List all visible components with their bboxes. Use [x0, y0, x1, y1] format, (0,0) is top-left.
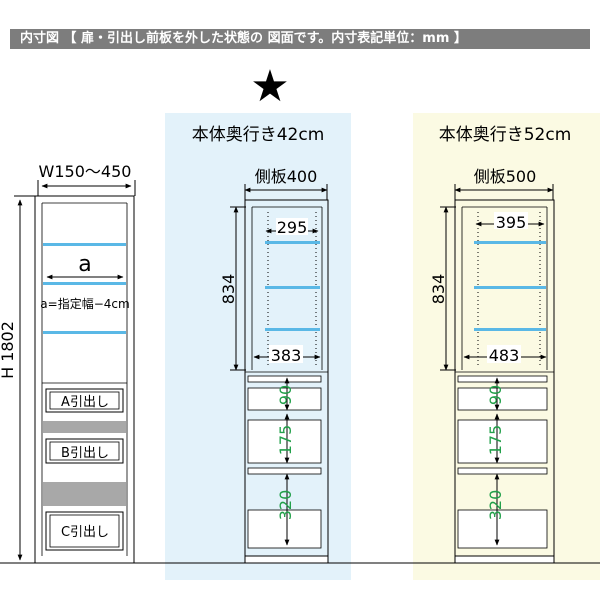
shelf — [265, 328, 320, 331]
shelf — [474, 328, 546, 331]
drawer-box — [247, 467, 322, 475]
panel-42-side-label: 側板400 — [255, 167, 318, 186]
header-title: 内寸図 【 扉・引出し前板を外した状態の 図面です。内寸表記単位：mm 】 — [10, 29, 590, 49]
star-icon: ★ — [250, 61, 289, 112]
drawer-b-label: B引出し — [61, 446, 109, 461]
shelf — [265, 241, 320, 244]
panel-52-title: 本体奥行き52cm — [439, 125, 572, 145]
drawer-height-42: 320 — [276, 490, 295, 521]
shelf-note: a=指定幅−4cm — [40, 296, 129, 311]
front-view: W150～450 H 1802 a a=指定幅−4cm — [0, 162, 136, 564]
drawer-c-label: C引出し — [61, 525, 109, 540]
drawer-a — [45, 388, 124, 413]
shelf — [43, 282, 126, 285]
panel-42-title: 本体奥行き42cm — [192, 125, 325, 145]
drawer-height-52: 320 — [486, 490, 505, 521]
drawer-c — [45, 511, 124, 551]
drawer-b — [45, 438, 124, 464]
drawer-height-42: 175 — [276, 425, 295, 456]
shelf — [43, 331, 126, 334]
drawer-height-52: 175 — [486, 425, 505, 456]
drawer-box — [247, 509, 322, 549]
height-42: 834 — [219, 274, 238, 305]
panel-52-side-label: 側板500 — [474, 167, 537, 186]
shelf-depth-42: 295 — [277, 218, 308, 237]
height-52: 834 — [429, 274, 448, 305]
shelf-label: a — [78, 252, 91, 277]
shelf — [43, 243, 126, 246]
drawer-box — [247, 419, 322, 464]
drawer-box — [457, 467, 548, 475]
side-view-42: 本体奥行き42cm 側板400 295 — [192, 125, 329, 564]
shelf — [474, 241, 546, 244]
drawer-height-52: 90 — [486, 385, 505, 405]
interior-depth-42: 383 — [271, 346, 302, 365]
drawer-box — [457, 387, 548, 411]
drawer-box — [457, 419, 548, 464]
drawer-box — [457, 509, 548, 549]
interior-depth-52: 483 — [489, 346, 520, 365]
drawer-a-label: A引出し — [61, 395, 109, 410]
width-label: W150～450 — [39, 162, 132, 181]
height-label: H 1802 — [0, 321, 17, 379]
shelf — [265, 286, 320, 289]
drawer-box — [247, 387, 322, 411]
shelf — [474, 286, 546, 289]
drawer-height-42: 90 — [276, 385, 295, 405]
header: 内寸図 【 扉・引出し前板を外した状態の 図面です。内寸表記単位：mm 】 — [0, 0, 600, 49]
side-view-52: 本体奥行き52cm 側板500 395 483 — [429, 125, 572, 564]
shelf-depth-52: 395 — [496, 213, 527, 232]
